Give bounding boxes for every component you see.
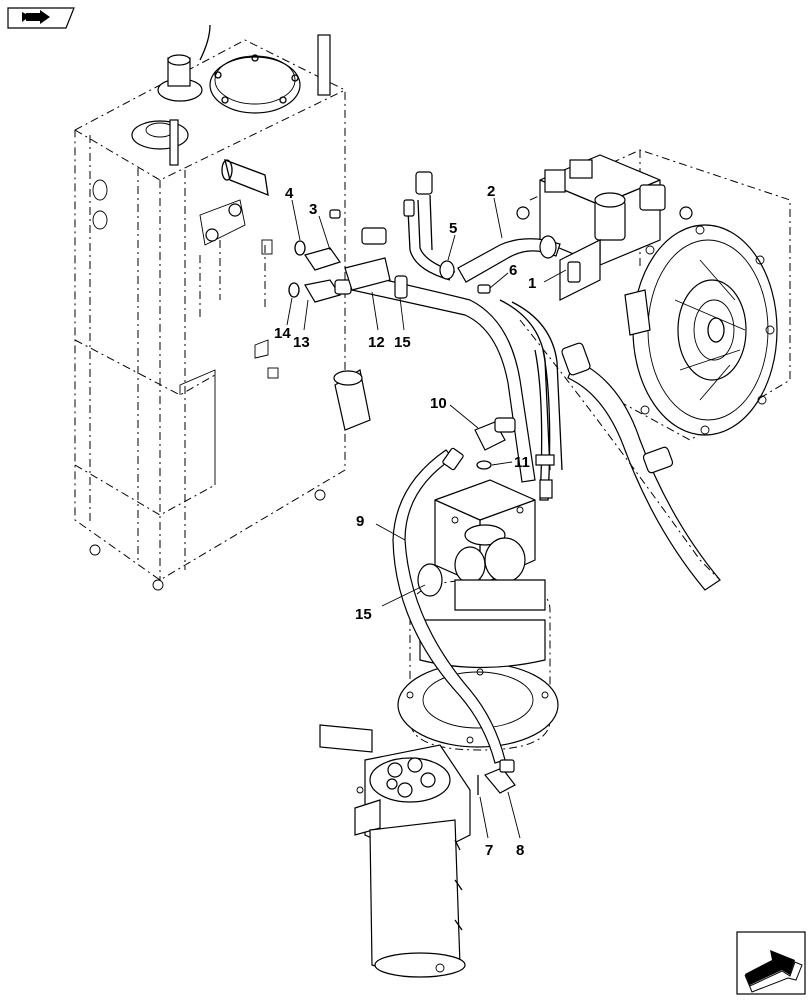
next-page-arrow-icon[interactable]	[736, 931, 806, 995]
callout-1: 1	[528, 275, 536, 292]
callout-6: 6	[509, 262, 517, 279]
return-hose-12	[349, 271, 536, 483]
callout-11: 11	[514, 454, 530, 471]
center-joint	[319, 724, 471, 978]
callout-15-bottom: 15	[355, 606, 372, 623]
callout-13: 13	[293, 334, 310, 351]
callout-3: 3	[309, 201, 317, 218]
drain-hose-bundle	[403, 171, 563, 501]
book-arrow-icon[interactable]	[7, 7, 75, 29]
fitting-1	[567, 261, 581, 283]
callout-4: 4	[285, 185, 294, 202]
elbow-fitting-10	[474, 417, 516, 451]
callout-14: 14	[274, 325, 291, 342]
clamp-15	[394, 275, 408, 299]
callout-8: 8	[516, 842, 524, 859]
callout-labels: 1 2 3 4 5 6 7 8 9 10 11 12 13 14 15 15	[274, 183, 536, 859]
hose-2	[457, 235, 561, 283]
main-pump-engine	[516, 149, 791, 441]
o-ring-4	[294, 240, 306, 256]
callout-15-top: 15	[394, 334, 411, 351]
callout-7: 7	[485, 842, 493, 859]
elbow-fitting-8	[484, 759, 516, 794]
callout-9: 9	[356, 513, 364, 530]
leader-lines	[286, 197, 567, 839]
clamp-5	[439, 260, 455, 280]
o-ring-14	[288, 282, 300, 298]
elbow-fitting-13	[304, 279, 352, 303]
hose-fitting-12	[344, 227, 391, 291]
callout-10: 10	[430, 395, 447, 412]
drain-hose-9	[392, 447, 506, 764]
callout-12: 12	[368, 334, 385, 351]
callout-5: 5	[449, 220, 457, 237]
hydraulic-tank	[74, 24, 371, 591]
connector-3	[304, 209, 341, 271]
callout-2: 2	[487, 183, 495, 200]
bolt-6	[477, 284, 491, 294]
suction-hose	[519, 319, 721, 591]
o-ring-11	[476, 460, 492, 470]
